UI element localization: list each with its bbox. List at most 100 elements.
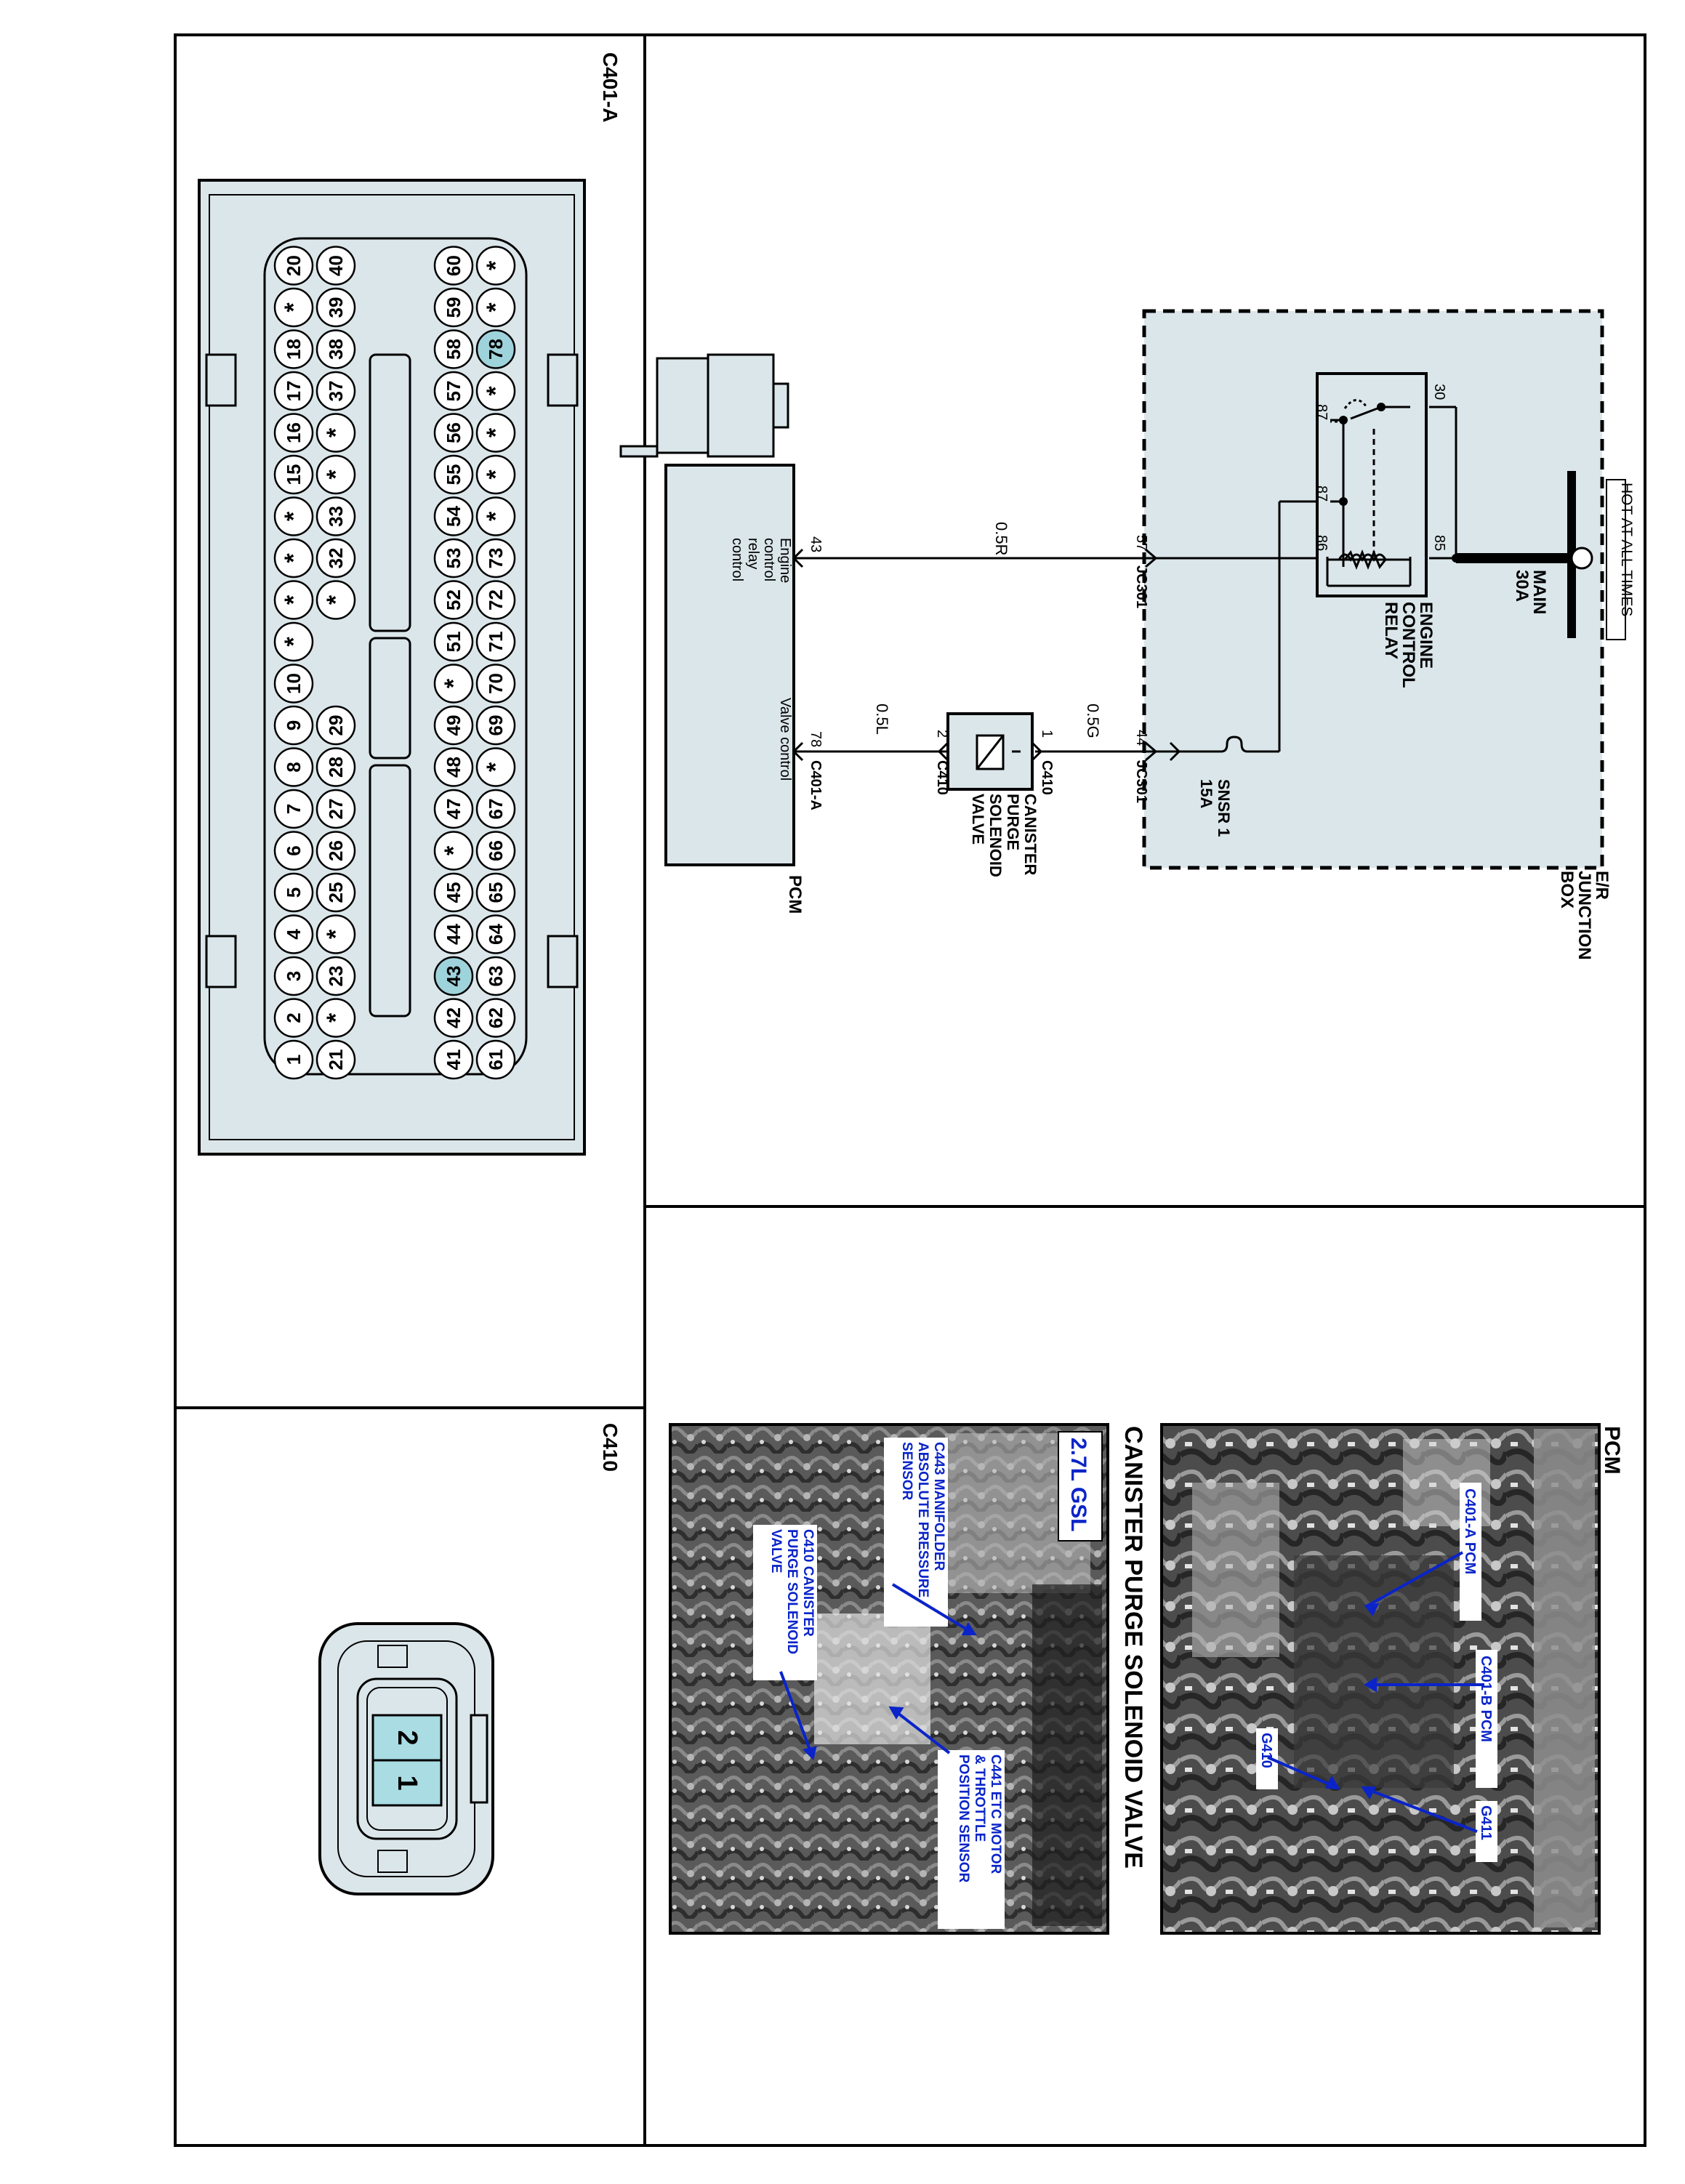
c401a-pin-label: * (482, 386, 510, 396)
c401a-pin-18 (273, 329, 314, 369)
connector-c401a-pins: 20*18171615****1098765432140393837**3332… (273, 246, 516, 1080)
valve-label-4: VALVE (969, 794, 987, 845)
engine-label-map-3: SENSOR (899, 1442, 914, 1501)
relay-label-2: CONTROL (1399, 602, 1418, 688)
c401a-pin-73 (475, 538, 516, 579)
c401a-pin-label: 29 (325, 715, 347, 736)
c401a-pin-4 (273, 914, 314, 954)
c401a-pin-label: * (440, 845, 467, 855)
c410-pin-2 (371, 1714, 443, 1762)
c401a-pin-15 (273, 454, 314, 495)
connector-c410-body: 2 1 (318, 1622, 494, 1895)
c401a-pin-blank (475, 246, 516, 286)
c401a-pin-28 (315, 747, 356, 787)
jc301-left-pin: 57 (1133, 535, 1149, 551)
c401a-pin-61 (475, 1039, 516, 1080)
c401a-pin-label: * (322, 929, 350, 939)
c401a-pin-blank (273, 580, 314, 620)
c401a-pin-label: 8 (283, 762, 305, 772)
hot-at-all-times-label: HOT AT ALL TIMES (1618, 483, 1635, 616)
c401a-pin-label: 40 (325, 255, 347, 276)
valve-label-1: CANISTER (1021, 794, 1039, 876)
relay-pin-86: 86 (1314, 535, 1330, 551)
c401a-pin-blank (315, 914, 356, 954)
connector-c410-title: C410 (599, 1423, 622, 1472)
wire-0-5g-label: 0.5G (1084, 704, 1102, 738)
connector-c410-panel: C410 2 1 (318, 1423, 622, 1895)
c401a-pin-label: 62 (485, 1007, 507, 1028)
connector-c401a-body: 20*18171615****1098765432140393837**3332… (198, 179, 789, 1156)
c410-pin-1-label: 1 (392, 1775, 422, 1790)
c401a-pin-label: * (440, 678, 467, 688)
jc301-right-pin: 44 (1133, 730, 1149, 746)
er-junction-box-label-1: E/R (1592, 871, 1612, 900)
valve-conn-top: C410 (1039, 760, 1055, 795)
c401a-pin-label: 42 (443, 1007, 465, 1028)
c401a-pin-label: * (322, 1012, 350, 1023)
pcm-photo-label-g411: G411 (1478, 1805, 1494, 1840)
snsr-fuse-label: SNSR 1 (1215, 779, 1233, 837)
pcm-box (664, 464, 795, 866)
c401a-pin-label: 41 (443, 1049, 465, 1071)
c401a-pin-label: * (322, 595, 350, 605)
c401a-pin-62 (475, 998, 516, 1038)
c401a-pin-label: * (482, 511, 510, 521)
c401a-pin-label: 26 (325, 840, 347, 861)
c401a-pin-33 (315, 496, 356, 536)
engine-badge-box (1058, 1431, 1103, 1542)
c401a-pin-label: 60 (443, 255, 465, 276)
c401a-pin-label: 3 (283, 971, 305, 981)
c401a-pin-label: * (322, 427, 350, 438)
c401a-pin-label: 4 (283, 929, 305, 940)
c401a-pin-label: * (482, 260, 510, 270)
valve-pin-2: 2 (934, 730, 950, 738)
c401a-pin-40 (315, 246, 356, 286)
c401a-pin-label: 15 (283, 464, 305, 485)
wiring-schematic: E/R JUNCTION BOX HOT AT ALL TIMES MAIN 3… (664, 309, 1635, 960)
c401a-pin-9 (273, 705, 314, 746)
c401a-pin-66 (475, 831, 516, 871)
c401a-pin-blank (475, 371, 516, 411)
c401a-pin-label: 43 (443, 966, 465, 987)
c401a-pin-41 (433, 1039, 474, 1080)
c401a-pin-42 (433, 998, 474, 1038)
c401a-pin-55 (433, 454, 474, 495)
pcm-pin-43: 43 (808, 536, 824, 552)
c401a-pin-label: 23 (325, 966, 347, 987)
photos-section-title: CANISTER PURGE SOLENOID VALVE (1119, 1426, 1147, 1869)
pcm-text-1: Engine (777, 538, 793, 583)
c401a-pin-label: 56 (443, 422, 465, 443)
c401a-pin-67 (475, 789, 516, 829)
engine-badge: 2.7L GSL (1066, 1438, 1090, 1532)
c401a-pin-label: 32 (325, 548, 347, 569)
c401a-pin-64 (475, 914, 516, 954)
c401a-pin-5 (273, 872, 314, 913)
er-junction-box-label-2: JUNCTION (1575, 871, 1594, 960)
c401a-pin-70 (475, 664, 516, 704)
c401a-pin-1 (273, 1039, 314, 1080)
c401a-pin-label: 25 (325, 882, 347, 903)
relay-pin-87-bottom: 87 (1314, 485, 1330, 501)
c401a-pin-59 (433, 287, 474, 328)
connector-c401a-title: C401-A (599, 52, 622, 122)
pcm-text-4: control (729, 538, 745, 581)
c401a-pin-label: 10 (283, 673, 305, 694)
c401a-pin-label: * (280, 511, 307, 521)
c401a-pin-23 (315, 956, 356, 996)
c401a-pin-72 (475, 580, 516, 620)
c401a-pin-label: 20 (283, 255, 305, 276)
c401a-pin-blank (475, 747, 516, 787)
c401a-pin-57 (433, 371, 474, 411)
c401a-pin-label: 59 (443, 297, 465, 318)
c401a-pin-label: 18 (283, 339, 305, 360)
c401a-pin-label: 69 (485, 715, 507, 736)
c401a-pin-blank (475, 287, 516, 328)
connector-c401a-panel: C401-A (198, 52, 789, 1156)
c401a-pin-60 (433, 246, 474, 286)
c401a-pin-21 (315, 1039, 356, 1080)
valve-pin-1: 1 (1039, 730, 1055, 738)
c401a-pin-blank (475, 413, 516, 453)
pcm-valve-control-text: Valve control (777, 698, 793, 781)
c401a-pin-label: 71 (485, 632, 507, 653)
